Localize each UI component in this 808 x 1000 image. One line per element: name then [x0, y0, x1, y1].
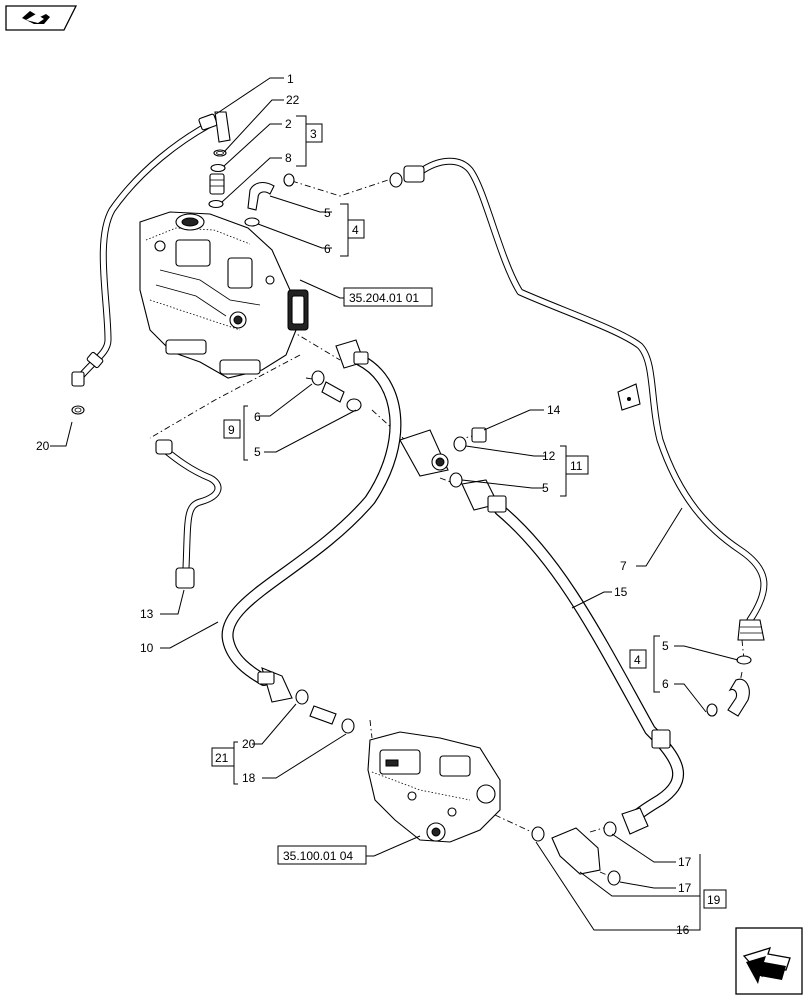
callout-labels: 1 22 2 8 5 6 20 6 5 14 12 5 13 10 7 15 5…	[36, 72, 692, 937]
callout-12: 12	[542, 449, 556, 463]
reference-boxes: 35.204.01 01 35.100.01 04	[277, 287, 433, 865]
callout-16: 16	[676, 923, 690, 937]
book-arrow-icon[interactable]	[5, 5, 78, 31]
boxed-callout-9[interactable]: 9	[223, 419, 241, 439]
svg-text:19: 19	[707, 893, 721, 907]
fitting-22	[213, 149, 227, 157]
boxed-callouts: 3 4 9 11 4 21 19	[211, 123, 727, 909]
callout-5-group11: 5	[542, 481, 549, 495]
fittings-group-21	[295, 689, 355, 734]
callout-10: 10	[140, 641, 154, 655]
washer-2	[210, 163, 226, 173]
ref-link-pump[interactable]: 35.204.01 01	[343, 287, 433, 307]
callout-5-top: 5	[324, 206, 331, 220]
svg-text:35.204.01 01: 35.204.01 01	[349, 291, 419, 305]
svg-text:35.100.01 04: 35.100.01 04	[283, 849, 353, 863]
fittings-group-9	[311, 370, 362, 412]
leader-lines	[50, 77, 739, 931]
callout-17-lower: 17	[678, 881, 692, 895]
pump-assembly	[139, 211, 309, 379]
pipe-13	[155, 439, 222, 589]
boxed-callout-19[interactable]: 19	[703, 889, 727, 909]
hose-15	[461, 479, 684, 835]
svg-text:3: 3	[310, 127, 317, 141]
svg-text:11: 11	[570, 459, 583, 473]
svg-text:4: 4	[352, 223, 359, 237]
elbow-fitting-top	[244, 173, 295, 227]
boxed-callout-4-top[interactable]: 4	[347, 219, 365, 239]
callout-15: 15	[614, 585, 628, 599]
washer-20-left	[71, 405, 85, 415]
callout-1: 1	[287, 72, 294, 86]
pipe-7	[389, 157, 768, 641]
svg-text:21: 21	[215, 751, 229, 765]
tee-fitting-group-19	[531, 821, 621, 886]
svg-text:4: 4	[634, 653, 641, 667]
boxed-callout-21[interactable]: 21	[211, 747, 235, 767]
callout-18: 18	[242, 771, 256, 785]
adapter-3	[209, 173, 225, 195]
control-valve-block	[367, 731, 501, 843]
callout-5-lower-right: 5	[662, 639, 669, 653]
callout-14: 14	[547, 403, 561, 417]
hose-10	[221, 339, 402, 703]
callout-6-top: 6	[324, 242, 331, 256]
callout-6-lower-right: 6	[662, 677, 669, 691]
elbow-fitting-lower-right	[706, 655, 752, 717]
callout-8: 8	[285, 151, 292, 165]
callout-6-group9: 6	[254, 410, 261, 424]
boxed-callout-11[interactable]: 11	[565, 455, 589, 475]
tee-fitting-group-11	[399, 427, 487, 488]
next-page-arrow-icon[interactable]	[735, 927, 803, 995]
callout-13: 13	[140, 607, 154, 621]
pipe-1	[71, 111, 231, 387]
svg-text:9: 9	[228, 423, 235, 437]
callout-2: 2	[285, 117, 292, 131]
callout-20-group21: 20	[242, 737, 256, 751]
callout-5-group9: 5	[254, 445, 261, 459]
ref-link-valve[interactable]: 35.100.01 04	[277, 845, 367, 865]
callout-20-left: 20	[36, 439, 50, 453]
callout-17-upper: 17	[678, 855, 692, 869]
callout-7: 7	[620, 559, 627, 573]
boxed-callout-4-lower[interactable]: 4	[629, 649, 647, 669]
callout-22: 22	[286, 93, 300, 107]
connection-lines	[149, 179, 745, 879]
washer-8	[208, 199, 224, 209]
boxed-callout-3[interactable]: 3	[305, 123, 323, 143]
